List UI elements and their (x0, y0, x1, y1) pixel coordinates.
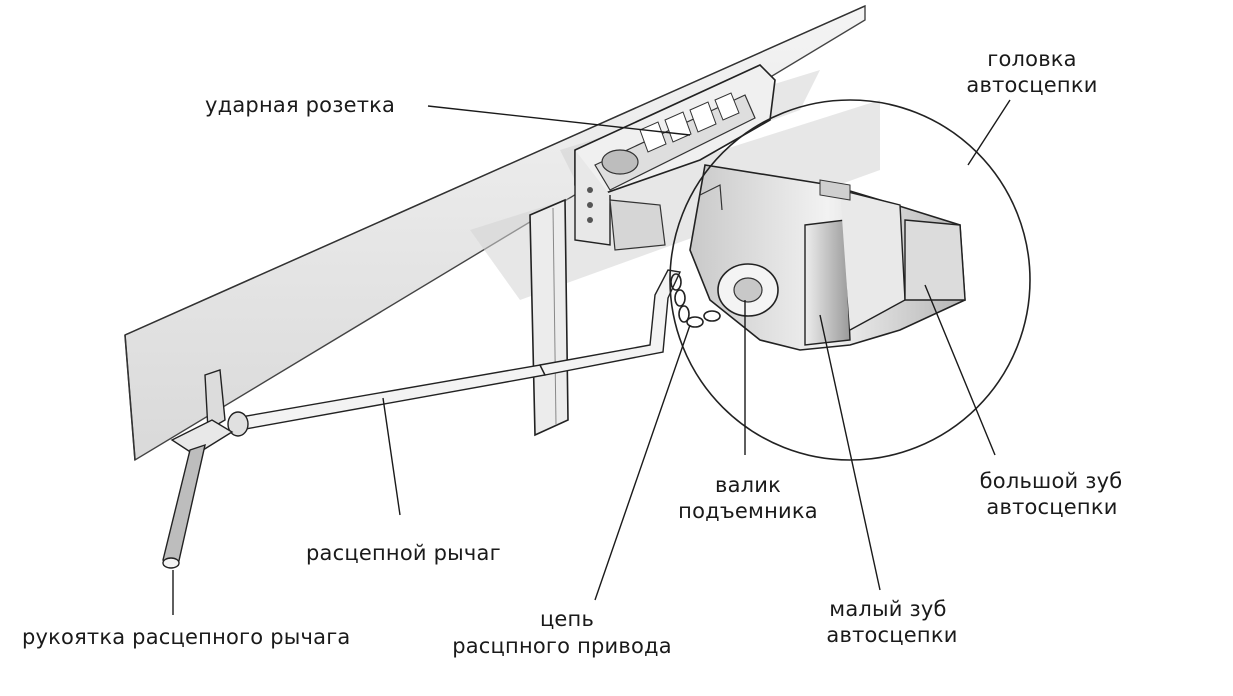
label-coupler-head-2: автосцепки (966, 73, 1098, 97)
label-chain-2: расцпного привода (452, 634, 672, 658)
uncoupling-lever (227, 269, 682, 437)
label-lever-handle: рукоятка расцепного рычага (22, 625, 351, 649)
uncoupling-chain (670, 273, 721, 328)
label-coupler-head-1: головка (987, 47, 1077, 71)
leader-lines (172, 99, 1011, 615)
lever-bracket (529, 198, 569, 437)
coupler-head (689, 164, 966, 351)
label-striker-pocket: ударная розетка (205, 93, 396, 117)
label-lifter-shaft-2: подъемника (678, 499, 818, 523)
detail-circle (669, 99, 1031, 461)
label-small-tooth-2: автосцепки (826, 623, 958, 647)
lever-handle (162, 369, 234, 569)
label-chain-1: цепь (539, 607, 595, 631)
label-big-tooth-1: большой зуб (979, 469, 1123, 493)
label-big-tooth-2: автосцепки (986, 495, 1118, 519)
label-lifter-shaft-1: валик (715, 473, 781, 497)
label-uncoupling-lever: расцепной рычаг (306, 541, 501, 565)
label-small-tooth-1: малый зуб (829, 597, 947, 621)
